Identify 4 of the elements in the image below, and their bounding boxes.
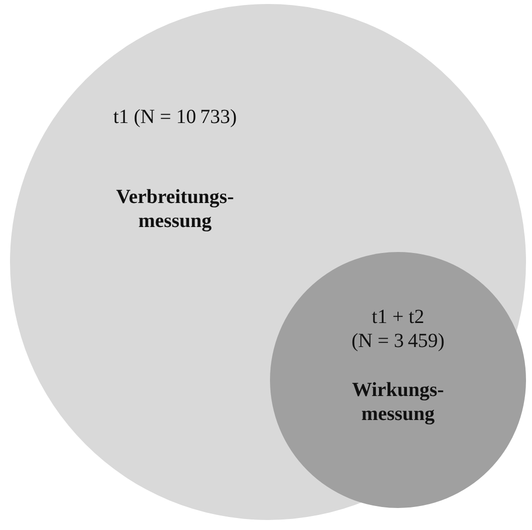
group-title: Verbreitungs- messung	[115, 185, 235, 233]
group-label: t1 (N = 10 733)	[112, 105, 238, 129]
group-title: Wirkungs- messung	[351, 378, 445, 426]
group-label: t1 + t2 (N = 3 459)	[350, 305, 446, 353]
